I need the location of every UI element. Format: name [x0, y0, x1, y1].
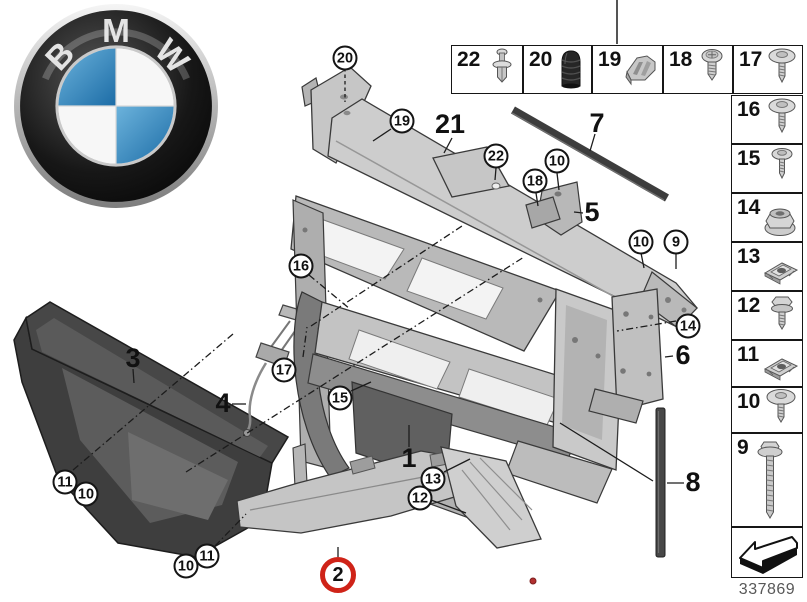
- callout-4[interactable]: 4: [215, 387, 231, 418]
- callout-6[interactable]: 6: [675, 339, 691, 370]
- fastener-box-19[interactable]: 19: [592, 45, 663, 94]
- fastener-box-11[interactable]: 11: [731, 340, 803, 387]
- callout-19[interactable]: 19: [389, 108, 415, 134]
- fastener-box-13[interactable]: 13: [731, 242, 803, 291]
- fastener-box-17[interactable]: 17: [733, 45, 803, 94]
- callout-9[interactable]: 9: [663, 229, 689, 255]
- fastener-box-20[interactable]: 20: [523, 45, 592, 94]
- callout-8[interactable]: 8: [685, 466, 701, 497]
- callout-21[interactable]: 21: [434, 108, 466, 139]
- bmw-roundel-icon: B M W: [14, 4, 218, 208]
- fastener-box-16[interactable]: 16: [731, 95, 803, 144]
- red-marker-dot: [529, 577, 537, 585]
- callout-11b[interactable]: 11: [194, 543, 220, 569]
- callout-12[interactable]: 12: [407, 485, 433, 511]
- cage-nut-icon: [763, 262, 799, 285]
- direction-arrow-box[interactable]: [731, 527, 803, 578]
- fastener-box-label: 13: [737, 245, 761, 268]
- bmw-letter-m: M: [102, 13, 130, 50]
- fastener-box-label: 18: [669, 48, 693, 71]
- part-2-lower-carrier: [236, 443, 542, 549]
- fastener-box-label: 16: [737, 98, 761, 121]
- callout-2-highlighted[interactable]: 2: [320, 557, 356, 593]
- fastener-box-label: 20: [529, 48, 553, 71]
- callout-20[interactable]: 20: [332, 45, 358, 71]
- long-screw-icon: [757, 441, 783, 519]
- back-arrow-icon: [739, 536, 798, 574]
- callout-17[interactable]: 17: [271, 357, 297, 383]
- callout-10c[interactable]: 10: [73, 481, 99, 507]
- fastener-box-22[interactable]: 22: [451, 45, 523, 94]
- washer-head-screw-icon: [768, 48, 796, 84]
- fastener-box-label: 12: [737, 294, 761, 317]
- diagram-part-number: 337869: [738, 581, 796, 598]
- fastener-box-label: 19: [598, 48, 622, 71]
- callout-14[interactable]: 14: [675, 313, 701, 339]
- part-5-bracket: [525, 181, 583, 236]
- clamp-bracket-icon: [625, 55, 656, 86]
- fastener-box-label: 17: [739, 48, 763, 71]
- fastener-box-label: 22: [457, 48, 481, 71]
- callout-10a[interactable]: 10: [544, 148, 570, 174]
- fastener-box-label: 9: [737, 436, 749, 459]
- fastener-box-14[interactable]: 14: [731, 193, 803, 242]
- callout-10d[interactable]: 10: [173, 553, 199, 579]
- cage-nut-icon: [763, 358, 799, 381]
- part-7-seal-strip: [511, 106, 669, 202]
- fastener-box-label: 15: [737, 147, 761, 170]
- callout-11a[interactable]: 11: [52, 469, 78, 495]
- callout-18[interactable]: 18: [522, 168, 548, 194]
- rubber-buffer-icon: [561, 50, 581, 89]
- fastener-box-label: 10: [737, 390, 761, 413]
- callout-5[interactable]: 5: [584, 196, 600, 227]
- expanding-rivet-icon: [492, 48, 512, 83]
- callout-15[interactable]: 15: [327, 385, 353, 411]
- fastener-box-label: 14: [737, 196, 761, 219]
- callout-22[interactable]: 22: [483, 143, 509, 169]
- small-screw-icon: [771, 148, 793, 180]
- fastener-box-18[interactable]: 18: [663, 45, 733, 94]
- part-8-seal-strip: [655, 407, 666, 558]
- flange-nut-icon: [764, 208, 796, 236]
- hex-screw-icon: [771, 296, 793, 330]
- fastener-box-9[interactable]: 9: [731, 433, 803, 527]
- part-6-support-bracket: [588, 288, 664, 424]
- pan-head-screw-icon: [701, 49, 723, 81]
- big-washer-screw-icon: [766, 389, 796, 423]
- bmw-logo: B M W: [12, 2, 220, 210]
- washer-head-screw-icon: [768, 98, 796, 134]
- fastener-box-label: 11: [737, 343, 760, 366]
- fastener-box-10[interactable]: 10: [731, 387, 803, 433]
- callout-16[interactable]: 16: [288, 253, 314, 279]
- callout-7[interactable]: 7: [589, 107, 605, 138]
- callout-10b[interactable]: 10: [628, 229, 654, 255]
- fastener-box-15[interactable]: 15: [731, 144, 803, 193]
- fastener-box-12[interactable]: 12: [731, 291, 803, 340]
- callout-1[interactable]: 1: [401, 442, 417, 473]
- leader-lines: [72, 68, 684, 557]
- callout-3[interactable]: 3: [125, 342, 141, 373]
